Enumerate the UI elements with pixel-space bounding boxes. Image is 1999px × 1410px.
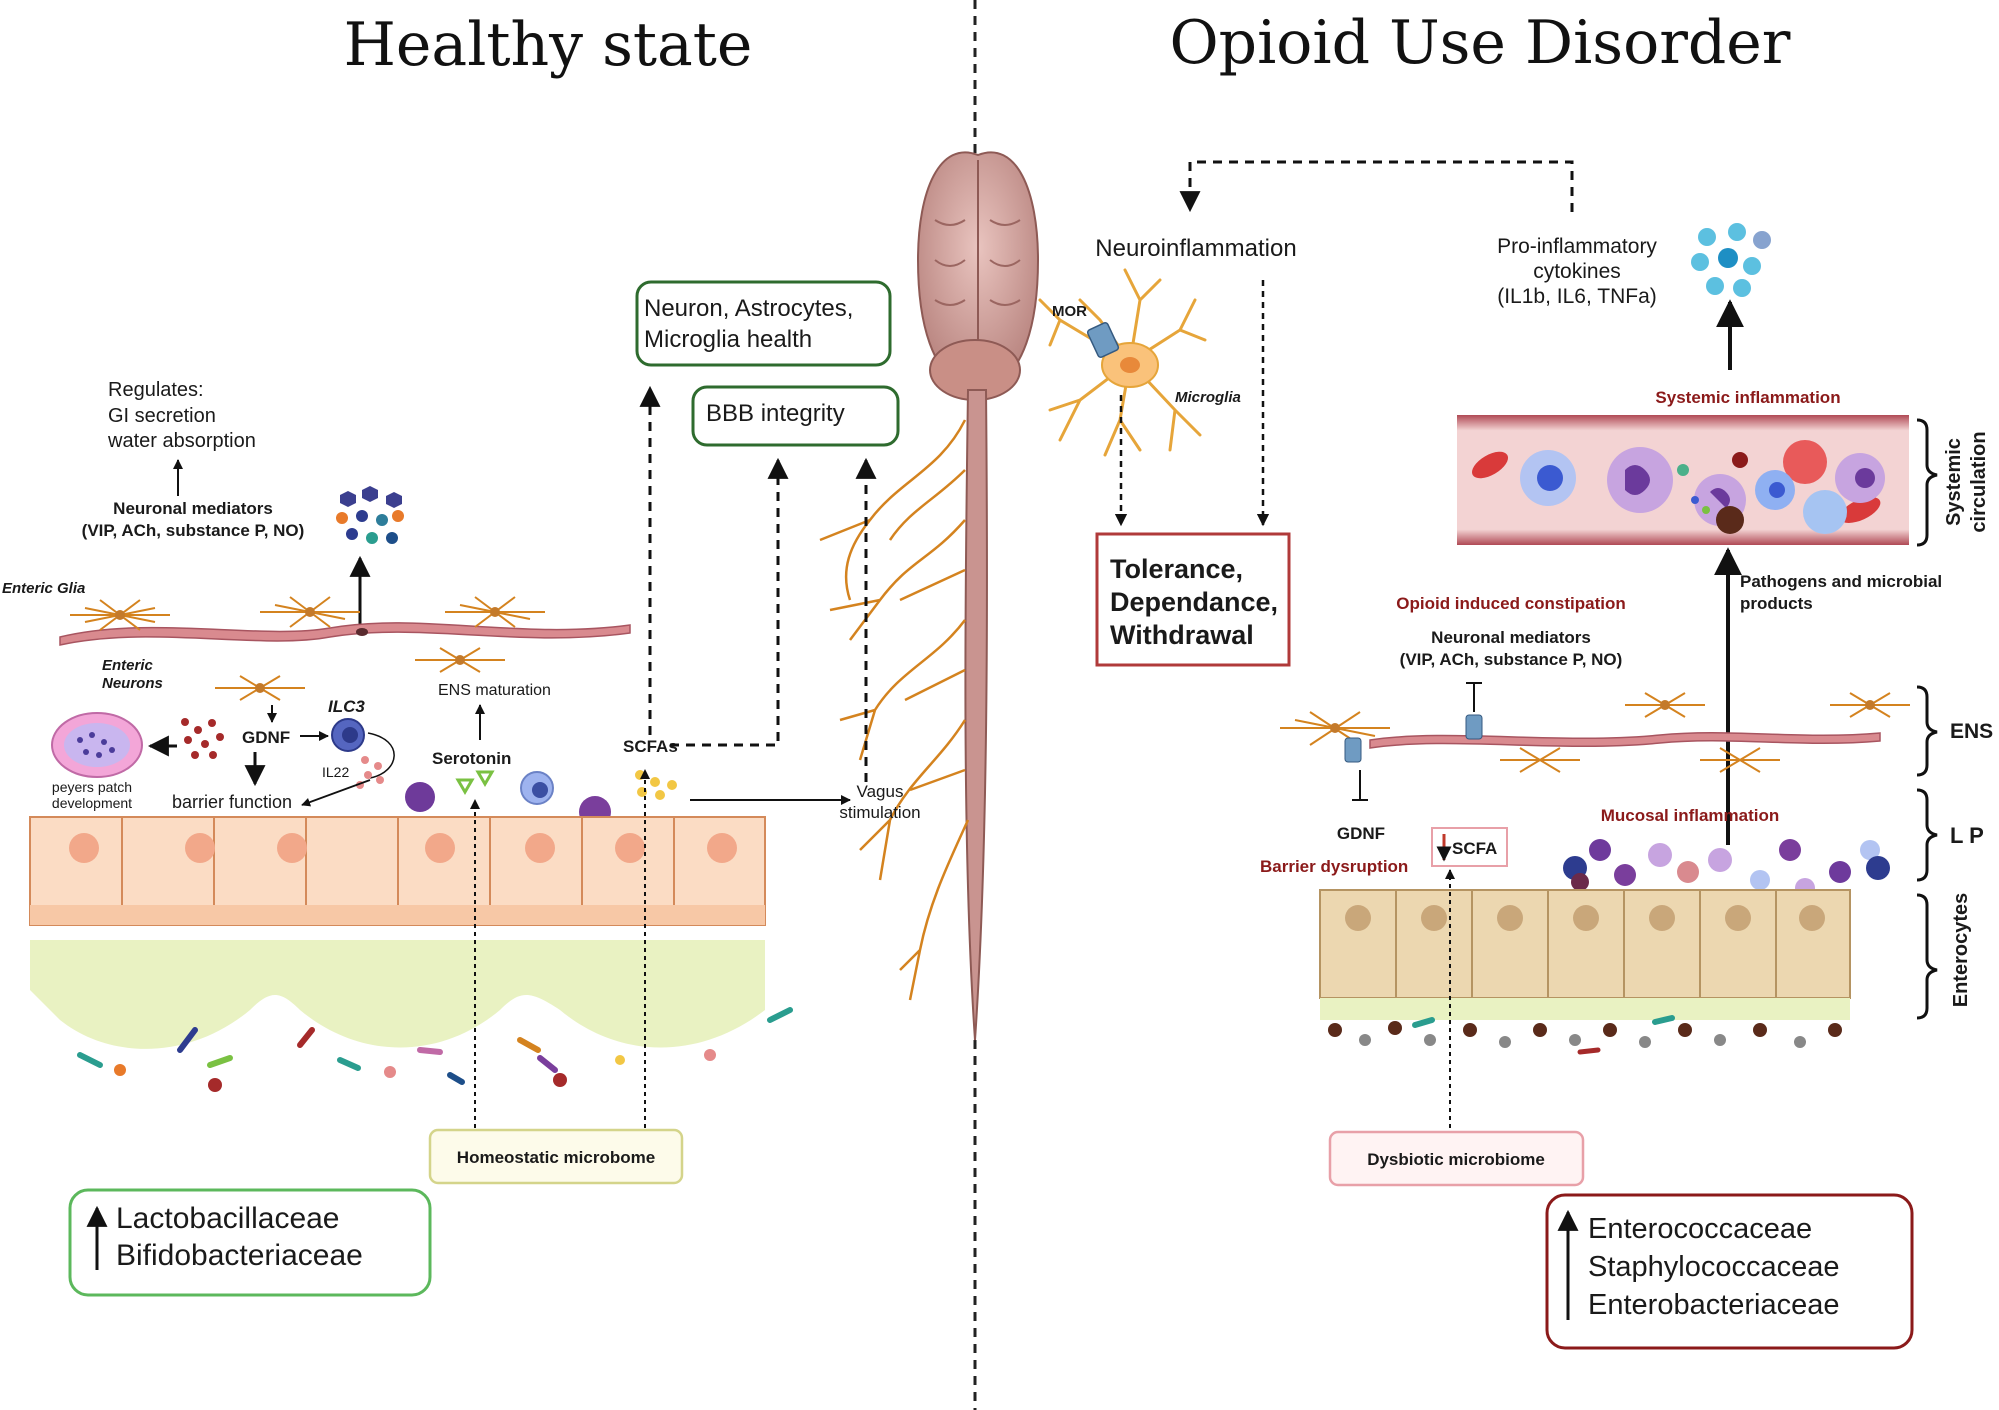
healthy-neuronal-mediators-title: Neuronal mediators	[113, 499, 273, 518]
taxa-lactobacillaceae: Lactobacillaceae	[116, 1202, 340, 1235]
neuron-health-line-1: Neuron, Astrocytes,	[644, 295, 853, 322]
regulates-water-absorption: water absorption	[107, 430, 256, 452]
oud-bacteria	[1328, 1015, 1842, 1055]
healthy-title: Healthy state	[344, 10, 753, 80]
arrow-il22-to-barrier	[301, 779, 371, 807]
ens-label: ENS	[1950, 720, 1993, 743]
enteric-glia-label: Enteric Glia	[2, 580, 85, 597]
tolerance-box	[1095, 532, 1291, 667]
mucosal-inflammation-label: Mucosal inflammation	[1601, 806, 1780, 825]
enterocytes-brace	[1916, 893, 1938, 1020]
serotonin-label: Serotonin	[432, 749, 511, 768]
homeostatic-microbiome-box	[428, 1128, 684, 1185]
gdnf-label: GDNF	[242, 728, 290, 747]
mor-label: MOR	[1052, 303, 1087, 320]
systemic-circulation-line-1: Systemic	[1943, 438, 1965, 526]
microglia-cell	[1038, 268, 1207, 457]
healthy-neuronal-mediators-list: (VIP, ACh, substance P, NO)	[82, 521, 305, 540]
pro-inflammatory-line-3: (IL1b, IL6, TNFa)	[1497, 285, 1657, 308]
homeostatic-microbiome-label: Homeostatic microbome	[457, 1148, 655, 1167]
ens-maturation-label: ENS maturation	[438, 682, 551, 699]
vagus-label-2: stimulation	[839, 803, 920, 822]
mediator-molecules	[336, 486, 404, 544]
lp-label: L P	[1950, 823, 1984, 848]
bbb-integrity-label: BBB integrity	[706, 400, 845, 427]
dashed-cytokines-to-neuroinflammation	[1179, 160, 1574, 213]
barrier-dysruption-label: Barrier dysruption	[1260, 857, 1408, 876]
enteric-neurons-label-2: Neurons	[102, 675, 163, 692]
peyers-label-2: development	[52, 795, 132, 811]
pro-inflammatory-line-1: Pro-inflammatory	[1497, 235, 1657, 258]
neuron-health-box	[635, 280, 892, 367]
taxa-enterobacteriaceae: Enterobacteriaceae	[1588, 1289, 1840, 1321]
gdnf-molecules	[181, 718, 224, 759]
neuroinflammation-label: Neuroinflammation	[1095, 235, 1296, 262]
ens-brace	[1916, 685, 1938, 777]
oud-neuronal-mediators-title: Neuronal mediators	[1431, 628, 1591, 647]
systemic-circulation-line-2: circulation	[1968, 431, 1990, 532]
pathogens-line-1: Pathogens and microbial	[1740, 572, 1942, 591]
enteric-nervous-system	[59, 596, 631, 701]
tolerance-line-1: Tolerance,	[1110, 554, 1243, 584]
oud-neuronal-mediators-list: (VIP, ACh, substance P, NO)	[1400, 650, 1623, 669]
taxa-enterococcaceae: Enterococcaceae	[1588, 1213, 1812, 1245]
regulates-block: Regulates: GI secretion water absorption	[107, 379, 256, 452]
opioid-constipation-label: Opioid induced constipation	[1396, 594, 1626, 613]
oud-epithelium	[1319, 889, 1851, 1020]
il22-molecules	[356, 756, 384, 789]
tolerance-line-2: Dependance,	[1110, 587, 1278, 617]
peyers-patch	[51, 712, 143, 778]
systemic-circulation-brace	[1916, 418, 1938, 547]
healthy-gut-bacteria	[77, 1007, 793, 1092]
healthy-epithelium	[29, 816, 766, 1049]
oud-gdnf-label: GDNF	[1337, 824, 1385, 843]
healthy-taxa-box	[68, 1188, 432, 1297]
oud-title: Opioid Use Disorder	[1169, 8, 1790, 78]
oud-taxa-box	[1545, 1193, 1914, 1350]
tolerance-line-3: Withdrawal	[1110, 620, 1254, 650]
dysbiotic-microbiome-label: Dysbiotic microbiome	[1367, 1150, 1545, 1169]
il22-label: IL22	[322, 764, 349, 780]
dysbiotic-microbiome-box	[1328, 1130, 1585, 1187]
blood-vessel	[1457, 415, 1909, 545]
enterocytes-label: Enterocytes	[1950, 893, 1972, 1008]
lp-brace	[1916, 788, 1938, 882]
enteric-neurons-label-1: Enteric	[102, 657, 154, 674]
taxa-bifidobacteriaceae: Bifidobacteriaceae	[116, 1239, 363, 1272]
oud-immune-cells	[1563, 839, 1890, 898]
ilc3-nucleus	[342, 727, 358, 743]
dashed-scfas-to-bbb	[670, 457, 789, 747]
brain-spinal-cord-illustration	[819, 151, 1040, 1041]
pro-inflammatory-line-2: cytokines	[1533, 260, 1621, 283]
microglia-label: Microglia	[1175, 389, 1241, 406]
systemic-inflammation-label: Systemic inflammation	[1655, 388, 1840, 407]
arrow-ilc3-il22-curve	[367, 732, 395, 779]
vagus-label-1: Vagus	[857, 782, 904, 801]
ilc3-label: ILC3	[328, 697, 365, 716]
barrier-function-label: barrier function	[172, 792, 292, 812]
taxa-staphylococcaceae: Staphylococcaceae	[1588, 1251, 1840, 1283]
inhibit-mediators	[1466, 682, 1482, 712]
scfa-decrease-label: SCFA	[1452, 839, 1497, 858]
peyers-label-1: peyers patch	[52, 779, 132, 795]
pathogens-line-2: products	[1740, 594, 1813, 613]
inhibit-gdnf	[1352, 770, 1368, 801]
cytokine-molecules	[1691, 223, 1771, 297]
oud-enteric-nervous-system	[1280, 692, 1910, 773]
scfas-label: SCFAs	[623, 737, 678, 756]
regulates-gi-secretion: GI secretion	[108, 405, 216, 427]
regulates-heading: Regulates:	[108, 379, 204, 401]
neuron-health-line-2: Microglia health	[644, 326, 812, 353]
bbb-integrity-box	[691, 385, 900, 447]
